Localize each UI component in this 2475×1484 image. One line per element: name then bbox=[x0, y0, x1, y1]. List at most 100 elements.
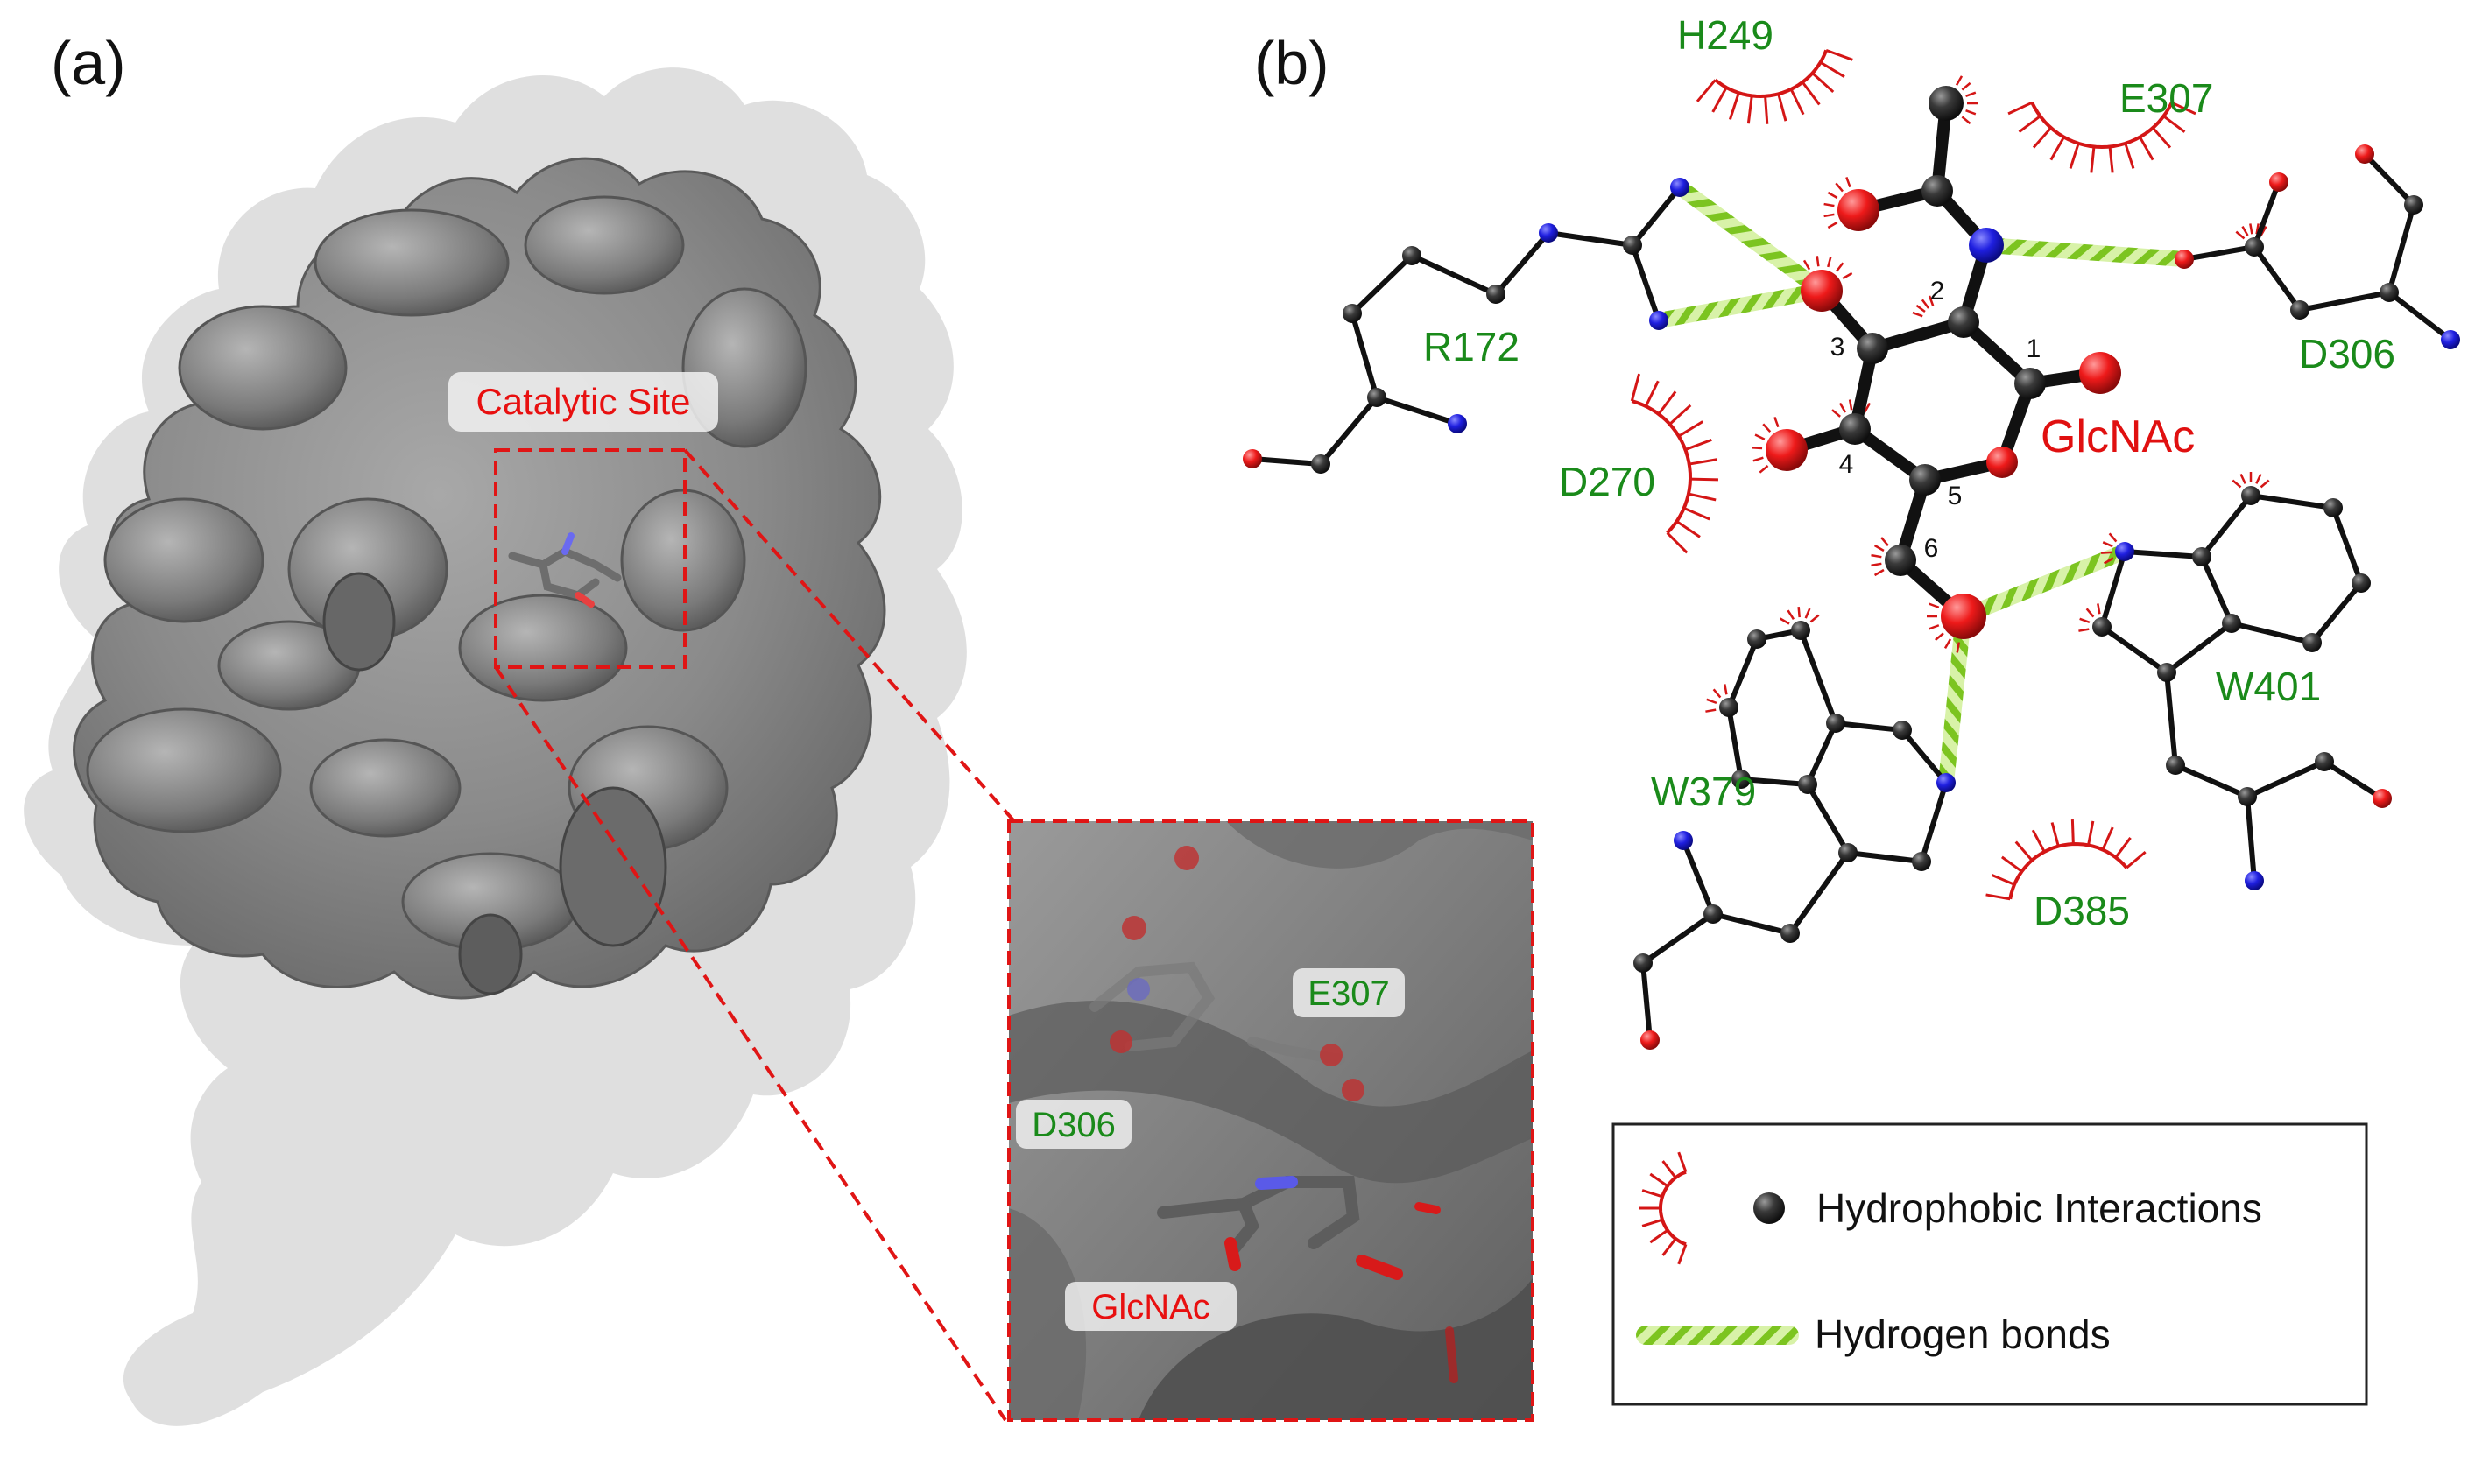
legend-hydrophobic-arc bbox=[1639, 1151, 1688, 1265]
ring-position-2: 2 bbox=[1930, 277, 1945, 306]
bond bbox=[1250, 456, 1323, 467]
ring-position-1: 1 bbox=[2027, 334, 2041, 363]
nitrogen-atom bbox=[2115, 542, 2134, 561]
inset-label-d306: D306 bbox=[1016, 1100, 1132, 1149]
carbon-atom bbox=[2290, 300, 2309, 320]
surface-lump bbox=[458, 594, 628, 702]
bond bbox=[2309, 580, 2364, 645]
carbon-atom bbox=[1719, 698, 1738, 717]
atom-contact-lashes bbox=[1912, 295, 1935, 318]
hydrogen-bond bbox=[1938, 615, 1971, 784]
bond bbox=[2199, 554, 2234, 626]
bond bbox=[2245, 759, 2327, 799]
ring-position-5: 5 bbox=[1948, 482, 1963, 510]
hydrophobic-arc-e307 bbox=[2007, 101, 2196, 173]
bond bbox=[1788, 850, 1851, 936]
bond bbox=[1350, 253, 1414, 316]
bond bbox=[2182, 244, 2257, 262]
oxygen-atom bbox=[1766, 429, 1808, 471]
carbon-atom bbox=[1857, 333, 1888, 364]
carbon-atom bbox=[2092, 617, 2112, 637]
carbon-atom bbox=[1893, 721, 1912, 740]
surface-lump bbox=[86, 707, 282, 833]
bond bbox=[2245, 794, 2257, 883]
bond bbox=[2122, 549, 2204, 559]
legend-hydrophobic-arc-icon bbox=[1639, 1151, 1688, 1265]
carbon-atom bbox=[1311, 454, 1330, 474]
carbon-atom bbox=[2380, 283, 2399, 302]
inset-frame bbox=[1007, 819, 1534, 1422]
residue-label-r172: R172 bbox=[1423, 324, 1520, 369]
bond bbox=[1726, 637, 1759, 710]
carbon-atom bbox=[1948, 306, 1979, 338]
carbon-atom bbox=[1367, 388, 1386, 407]
carbon-atom bbox=[2166, 756, 2185, 775]
nitrogen-atom bbox=[1936, 773, 1956, 792]
bond bbox=[2164, 670, 2178, 768]
pocket-ligand-sticks bbox=[508, 532, 622, 608]
atom-contact-lashes bbox=[1927, 602, 1961, 653]
nitrogen-atom bbox=[2441, 330, 2460, 349]
carbon-atom bbox=[1731, 770, 1751, 789]
nitrogen-atom bbox=[1539, 223, 1558, 243]
carbon-atom bbox=[2222, 614, 2241, 633]
catalytic-site-zoom-box bbox=[494, 448, 687, 669]
carbon-atom bbox=[1912, 852, 1931, 871]
oxygen-atom bbox=[1986, 447, 2018, 478]
bond bbox=[1630, 243, 1661, 323]
carbon-atom bbox=[2157, 663, 2176, 682]
bond bbox=[2164, 621, 2234, 675]
carbon-atom bbox=[1633, 953, 1653, 973]
catalytic-site-inset: E307 D306 GlcNAc bbox=[1007, 819, 1534, 1422]
oxygen-atom bbox=[2079, 352, 2121, 394]
bond bbox=[2099, 624, 2169, 675]
hydrophobic-arc-h249 bbox=[1696, 48, 1853, 124]
bond bbox=[1866, 316, 1970, 355]
carbon-atom bbox=[2302, 633, 2322, 652]
bond bbox=[2173, 763, 2250, 799]
atom-contact-lashes bbox=[1779, 606, 1820, 625]
bond bbox=[2297, 290, 2392, 313]
panel-a-label: (a) bbox=[51, 29, 126, 97]
bond bbox=[1318, 395, 1379, 467]
carbon-atom bbox=[1838, 843, 1858, 862]
oxygen-atom bbox=[1640, 1030, 1660, 1050]
bond bbox=[1493, 230, 1551, 297]
zoom-connector-top bbox=[683, 448, 1016, 823]
nitrogen-atom bbox=[1448, 414, 1467, 433]
residue-label-w379: W379 bbox=[1651, 769, 1756, 814]
bond bbox=[2322, 759, 2385, 801]
bond bbox=[1845, 850, 1924, 864]
hydrophobic-arc-layer bbox=[1630, 48, 2270, 1231]
svg-text:E307: E307 bbox=[1308, 974, 1389, 1013]
bond bbox=[1710, 911, 1793, 936]
residue-label-h249: H249 bbox=[1677, 12, 1773, 58]
bond bbox=[2248, 493, 2336, 510]
carbon-atom bbox=[2192, 547, 2211, 566]
svg-text:D306: D306 bbox=[1032, 1106, 1116, 1144]
bond bbox=[2387, 202, 2416, 295]
residue-label-d270: D270 bbox=[1559, 459, 1655, 504]
carbon-atom bbox=[1780, 924, 1800, 943]
atom-contact-lashes bbox=[2100, 532, 2118, 565]
ligand-label-glcnac: GlcNAc bbox=[2041, 411, 2195, 462]
bond bbox=[2252, 179, 2281, 250]
oxygen-atom bbox=[1837, 189, 1879, 231]
catalytic-site-label: Catalytic Site bbox=[448, 372, 718, 432]
oxygen-atom bbox=[1801, 270, 1843, 312]
carbon-atom bbox=[1402, 246, 1421, 265]
nitrogen-atom bbox=[2245, 871, 2264, 890]
bond bbox=[1798, 628, 1838, 726]
carbon-atom bbox=[2241, 486, 2260, 505]
atom-contact-lashes bbox=[1823, 176, 1851, 229]
carbon-atom bbox=[1486, 285, 1505, 304]
carbon-atom bbox=[2238, 787, 2257, 806]
carbon-atom bbox=[2323, 498, 2343, 517]
atom-contact-lashes bbox=[1705, 684, 1728, 713]
zoom-connector-bottom bbox=[494, 665, 1007, 1422]
protein-surface-panel: Catalytic Site (a) bbox=[24, 29, 1016, 1426]
panel-b-label: (b) bbox=[1254, 29, 1329, 97]
atom-contact-lashes bbox=[1871, 537, 1889, 577]
carbon-atom bbox=[1909, 464, 1941, 496]
